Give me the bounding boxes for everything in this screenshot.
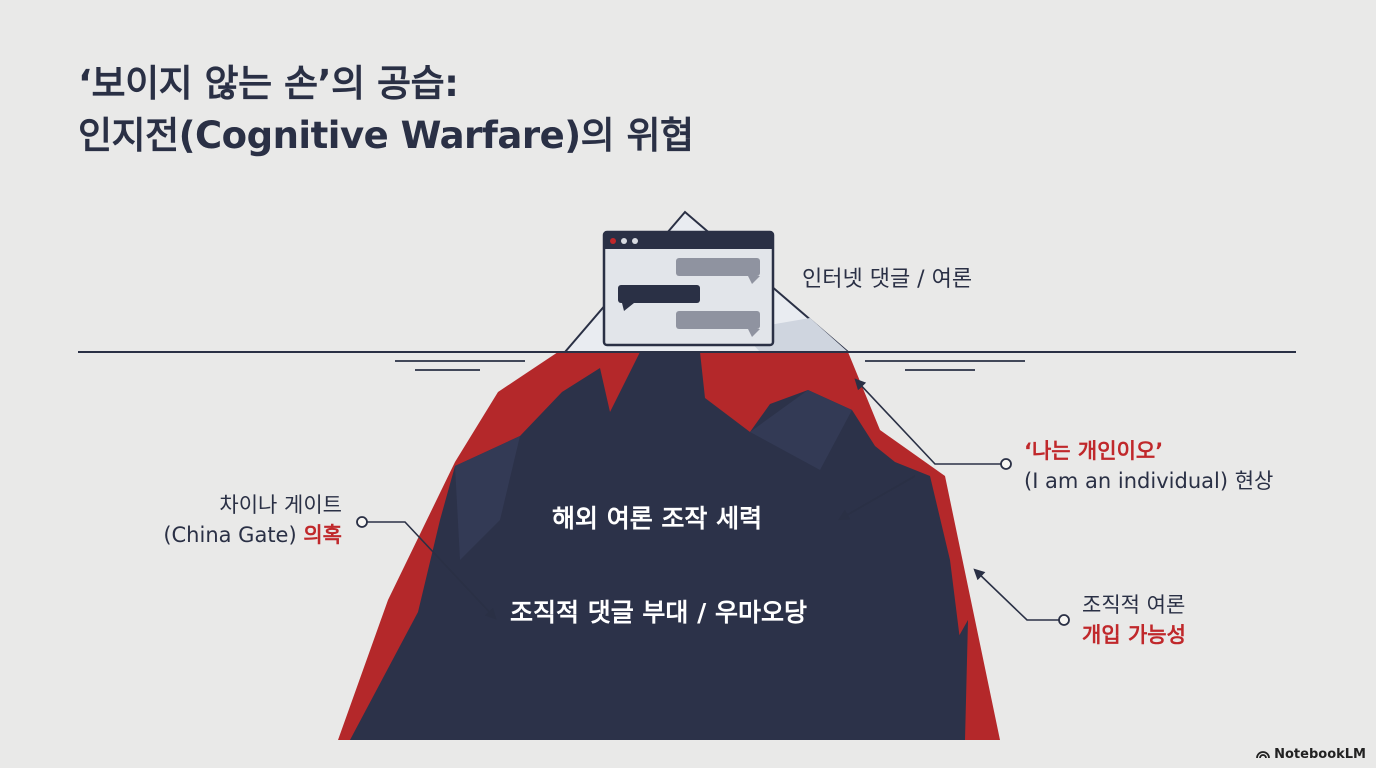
connector-organized: [973, 568, 1060, 621]
notebooklm-brand: NotebookLM: [1255, 747, 1366, 762]
title-line-1: ‘보이지 않는 손’의 공습:: [78, 62, 459, 105]
browser-window: [602, 230, 775, 347]
label-china-gate-sub: (China Gate): [163, 523, 297, 547]
connector-individual: [854, 378, 1001, 465]
notebooklm-name: NotebookLM: [1274, 747, 1366, 762]
label-individual-sub: (I am an individual) 현상: [1024, 469, 1274, 493]
chat-bubble-icon: [676, 311, 760, 337]
page-title: ‘보이지 않는 손’의 공습: 인지전(Cognitive Warfare)의 …: [78, 58, 694, 162]
label-comment-army: 조직적 댓글 부대 / 우마오당: [510, 598, 807, 627]
label-internet-comments: 인터넷 댓글 / 여론: [802, 267, 973, 292]
label-organized-intervention: 조직적 여론 개입 가능성: [1082, 590, 1186, 650]
label-china-gate: 차이나 게이트 (China Gate) 의혹: [120, 490, 342, 550]
chat-bubble-icon: [676, 258, 760, 284]
label-china-gate-accent: 의혹: [303, 523, 342, 547]
chat-bubble-icon: [618, 285, 700, 311]
notebooklm-icon: [1255, 747, 1275, 762]
iceberg-submerged-dark: [350, 352, 968, 740]
water-ripples: [395, 360, 1025, 371]
label-foreign-manipulation: 해외 여론 조작 세력: [552, 504, 763, 533]
label-individual-accent: ‘나는 개인이오’: [1024, 439, 1164, 463]
label-organized-accent: 개입 가능성: [1082, 623, 1186, 647]
label-individual: ‘나는 개인이오’ (I am an individual) 현상: [1024, 436, 1273, 496]
label-organized-main: 조직적 여론: [1082, 593, 1186, 617]
label-china-gate-main: 차이나 게이트: [219, 493, 342, 517]
connector-china-gate: [362, 521, 497, 620]
title-line-2: 인지전(Cognitive Warfare)의 위협: [78, 114, 694, 157]
